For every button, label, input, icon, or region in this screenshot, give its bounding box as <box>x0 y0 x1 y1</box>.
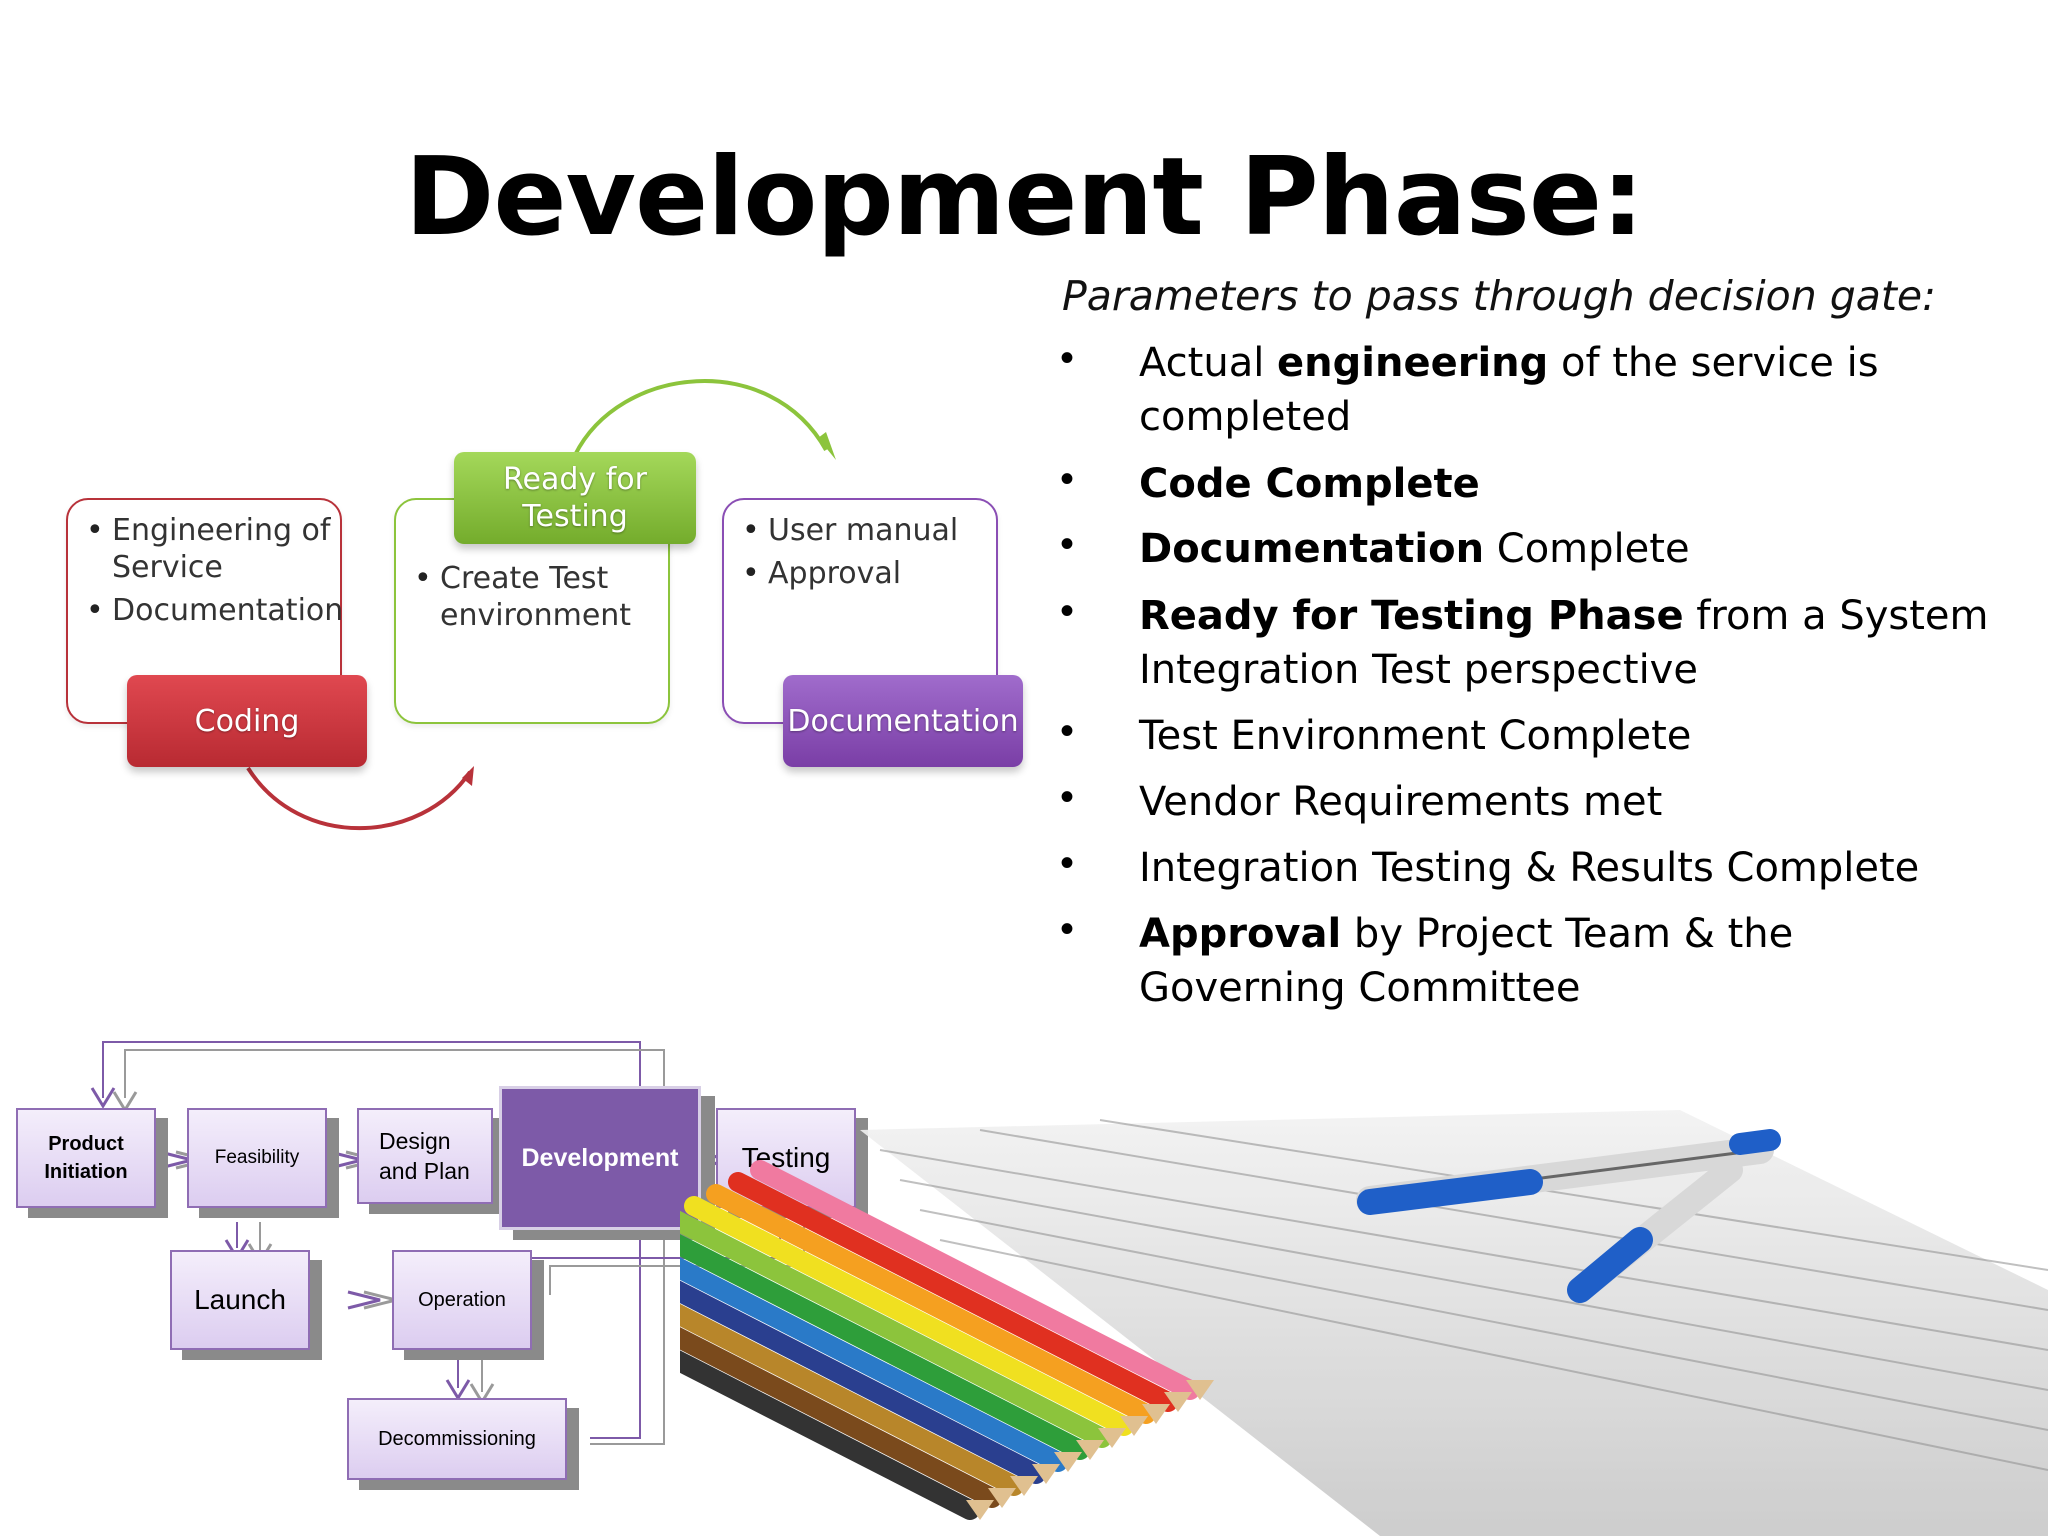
red-arrow <box>246 766 472 831</box>
bullet-item-8: Approval by Project Team & the Governing… <box>1139 911 1794 1011</box>
slide-title: Development Phase: <box>404 135 1645 260</box>
subtitle: Parameters to pass through decision gate… <box>1062 272 1936 320</box>
bullet-item-7: Integration Testing & Results Complete <box>1139 845 1920 891</box>
pencils <box>680 1160 1200 1520</box>
ruler-pile <box>860 1110 2048 1536</box>
bullet-dot: • <box>1060 589 1075 633</box>
bullet-item-6: Vendor Requirements met <box>1139 779 1663 825</box>
coding-item: Documentation <box>86 592 343 629</box>
bullet-item-4: Ready for Testing Phase from a System In… <box>1139 593 1989 693</box>
bullet-item-2: Code Complete <box>1139 461 1480 507</box>
coding-item: Engineering of Service <box>86 512 340 586</box>
ready-label-line2: Testing <box>522 499 628 534</box>
flow-feasibility: Feasibility <box>187 1108 327 1208</box>
pen-cap <box>1357 1169 1543 1215</box>
bullet-dot: • <box>1060 841 1075 885</box>
rulers <box>860 1110 2048 1536</box>
bullet-dot: • <box>1060 775 1075 819</box>
flow-design-and-plan: Design and Plan <box>357 1108 493 1204</box>
ready-label-line1: Ready for <box>503 462 647 497</box>
ready-for-testing-label: Ready for Testing <box>454 452 696 544</box>
bullet-item-3: Documentation Complete <box>1139 526 1690 572</box>
documentation-item: Approval <box>742 555 996 592</box>
coding-label: Coding <box>127 675 367 767</box>
design-line2: and Plan <box>379 1158 470 1184</box>
pen-cap <box>1567 1227 1653 1303</box>
bullet-item-5: Test Environment Complete <box>1139 713 1692 759</box>
stationery-illustration <box>680 1110 2048 1536</box>
pens <box>1356 1129 1781 1303</box>
documentation-panel: User manual Approval <box>722 498 998 724</box>
bullet-dot: • <box>1060 457 1075 501</box>
red-arrow-head <box>462 766 474 786</box>
green-arrow-head <box>818 432 836 460</box>
bullet-dot: • <box>1060 522 1075 566</box>
product-initiation-line1: Product <box>48 1133 124 1155</box>
documentation-item: User manual <box>742 512 996 549</box>
product-initiation-line2: Initiation <box>44 1161 128 1183</box>
bullet-dot: • <box>1060 709 1075 753</box>
pencil-tips <box>966 1380 1214 1520</box>
testing-item: Create Test environment <box>414 560 640 634</box>
flow-operation: Operation <box>392 1250 532 1350</box>
bullet-dot: • <box>1060 336 1075 380</box>
flow-launch: Launch <box>170 1250 310 1350</box>
green-arrow <box>573 379 828 456</box>
flow-decommissioning: Decommissioning <box>347 1398 567 1480</box>
documentation-label: Documentation <box>783 675 1023 767</box>
flow-development: Development <box>499 1086 701 1230</box>
bullet-item-1: Actual engineering of the service is com… <box>1139 340 1879 440</box>
design-line1: Design <box>379 1128 451 1154</box>
flow-product-initiation: Product Initiation <box>16 1108 156 1208</box>
bullet-dot: • <box>1060 907 1075 951</box>
cycle-arrows <box>246 379 836 831</box>
